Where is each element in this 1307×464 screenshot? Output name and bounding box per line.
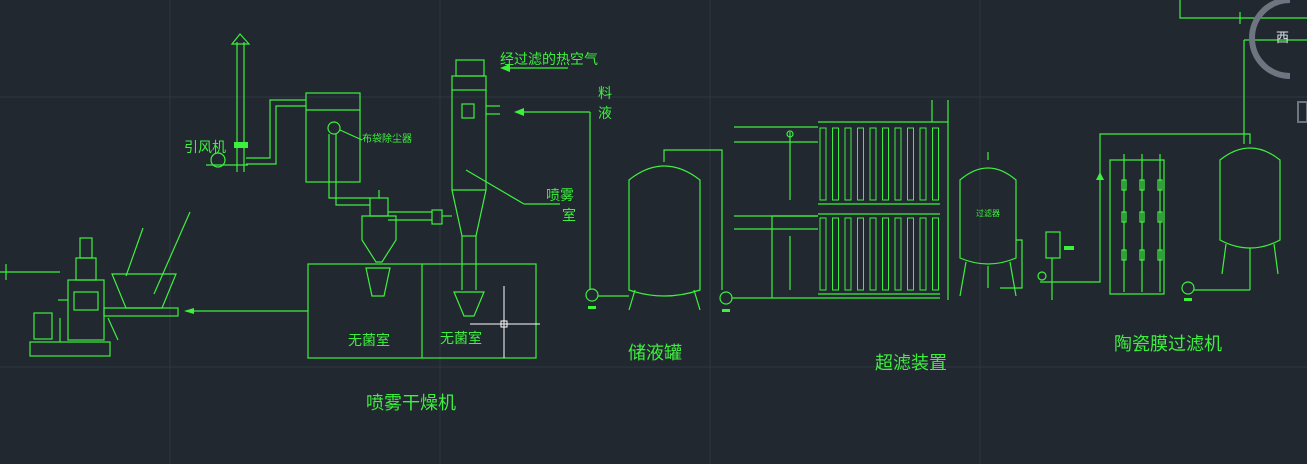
- ultrafiltration-unit: [732, 100, 949, 300]
- bag-dust-collector-symbol: [305, 92, 370, 206]
- filter-label: 过滤器: [976, 208, 1000, 218]
- bag-dust-collector-label: 布袋除尘器: [362, 132, 412, 145]
- membrane-tube: [869, 217, 877, 291]
- membrane-tube: [844, 217, 852, 291]
- membrane-tube: [894, 217, 902, 291]
- spray-dryer-label: 喷雾干燥机: [366, 393, 456, 414]
- sterile-room-left-label: 无菌室: [348, 332, 390, 349]
- storage-tank-label: 储液罐: [628, 343, 682, 364]
- filter-vessel-symbol: [959, 152, 1023, 297]
- cyclone-separator: [361, 190, 452, 297]
- product-transfer-arrow: [184, 308, 194, 314]
- exhaust-stack: [230, 33, 251, 172]
- feed-liquid-label-1: 料: [598, 86, 612, 102]
- hot-air-arrow: [500, 64, 510, 72]
- membrane-tube: [932, 217, 939, 291]
- sterile-room-right-label: 无菌室: [440, 330, 482, 347]
- membrane-tube: [882, 217, 889, 291]
- ceramic-membrane-label: 陶瓷膜过滤机: [1114, 334, 1222, 355]
- membrane-tube: [894, 127, 902, 201]
- membrane-tube: [857, 127, 864, 201]
- membrane-tube: [919, 217, 927, 291]
- membrane-tube: [832, 217, 839, 291]
- spray-tower: [451, 59, 560, 317]
- membrane-tube: [832, 127, 839, 201]
- membrane-tube: [819, 217, 827, 291]
- ultrafiltration-label: 超滤装置: [875, 353, 947, 374]
- membrane-tube: [919, 127, 927, 201]
- feed-liquid-label-2: 液: [598, 106, 612, 122]
- storage-tank-symbol: [585, 149, 733, 312]
- induced-draft-fan-label: 引风机: [184, 140, 226, 156]
- membrane-tube: [907, 127, 914, 201]
- feed-arrow: [514, 108, 524, 116]
- ceramic-membrane-unit: [1096, 154, 1195, 301]
- view-cube[interactable]: [1249, 0, 1307, 123]
- membrane-tube: [869, 127, 877, 201]
- membrane-tube: [844, 127, 852, 201]
- membrane-tube: [932, 127, 939, 201]
- filtered-hot-air-label: 经过滤的热空气: [500, 52, 598, 68]
- induced-draft-fan-symbol: [206, 99, 306, 168]
- membrane-tube: [819, 127, 827, 201]
- crosshair-cursor: [470, 286, 540, 358]
- membrane-tube: [882, 127, 889, 201]
- spray-chamber-label-2: 室: [562, 207, 576, 224]
- view-cube-west-label[interactable]: 西: [1276, 31, 1289, 46]
- sterile-room-enclosure: [307, 263, 537, 359]
- powder-packing-machine: [0, 211, 191, 357]
- membrane-tube: [907, 217, 914, 291]
- transfer-pump: [1037, 133, 1251, 300]
- spray-chamber-label-1: 喷雾: [546, 188, 574, 204]
- membrane-tube: [857, 217, 864, 291]
